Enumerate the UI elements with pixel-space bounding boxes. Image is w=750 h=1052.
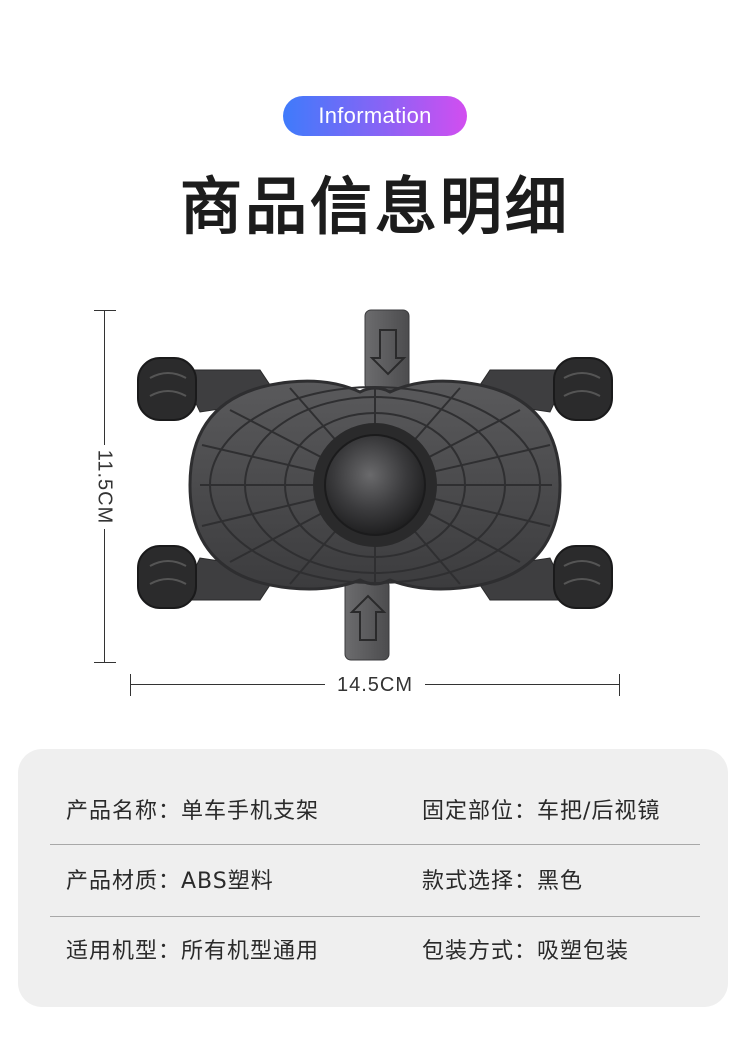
info-row: 产品名称：单车手机支架 固定部位：车把/后视镜	[50, 777, 700, 847]
info-cell-mount-position: 固定部位：车把/后视镜	[422, 799, 661, 824]
height-label-mask	[89, 445, 119, 529]
row-divider	[50, 916, 700, 917]
phone-holder-image	[137, 309, 613, 661]
info-cell-style: 款式选择：黑色	[422, 869, 584, 894]
width-dimension-label: 14.5CM	[325, 672, 425, 698]
info-cell-product-name: 产品名称：单车手机支架	[66, 799, 320, 824]
info-cell-compatible-models: 适用机型：所有机型通用	[66, 939, 320, 964]
height-dimension-tick-bottom	[94, 662, 116, 663]
info-row: 产品材质：ABS塑料 款式选择：黑色	[50, 847, 700, 917]
page-title: 商品信息明细	[179, 170, 570, 243]
height-dimension-label: 11.5CM	[93, 449, 116, 525]
product-info-card: 产品名称：单车手机支架 固定部位：车把/后视镜 产品材质：ABS塑料 款式选择：…	[18, 749, 728, 1007]
width-dimension-tick-right	[619, 674, 620, 696]
information-badge: Information	[283, 96, 467, 136]
info-row: 适用机型：所有机型通用 包装方式：吸塑包装	[50, 917, 700, 987]
height-dimension-tick-top	[94, 310, 116, 311]
info-cell-packaging: 包装方式：吸塑包装	[422, 939, 630, 964]
width-dimension-tick-left	[130, 674, 131, 696]
claw-grips	[137, 357, 613, 609]
info-cell-material: 产品材质：ABS塑料	[66, 869, 274, 894]
row-divider	[50, 844, 700, 845]
